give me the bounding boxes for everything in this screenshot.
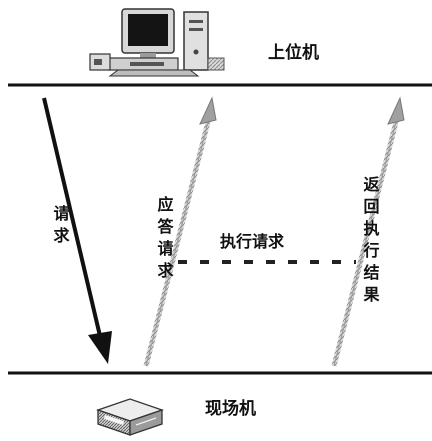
response-arrow (143, 96, 217, 367)
return-arrow (331, 96, 405, 367)
return-label: 返回执行结果 (361, 175, 381, 308)
execute-label: 执行请求 (220, 232, 285, 251)
device-icon (96, 398, 164, 436)
host-label: 上位机 (268, 42, 319, 63)
request-arrow (42, 97, 112, 364)
field-label: 现场机 (205, 398, 256, 419)
request-label: 请求 (51, 205, 70, 249)
computer-icon (89, 8, 225, 77)
response-label: 应答请求 (155, 195, 174, 284)
